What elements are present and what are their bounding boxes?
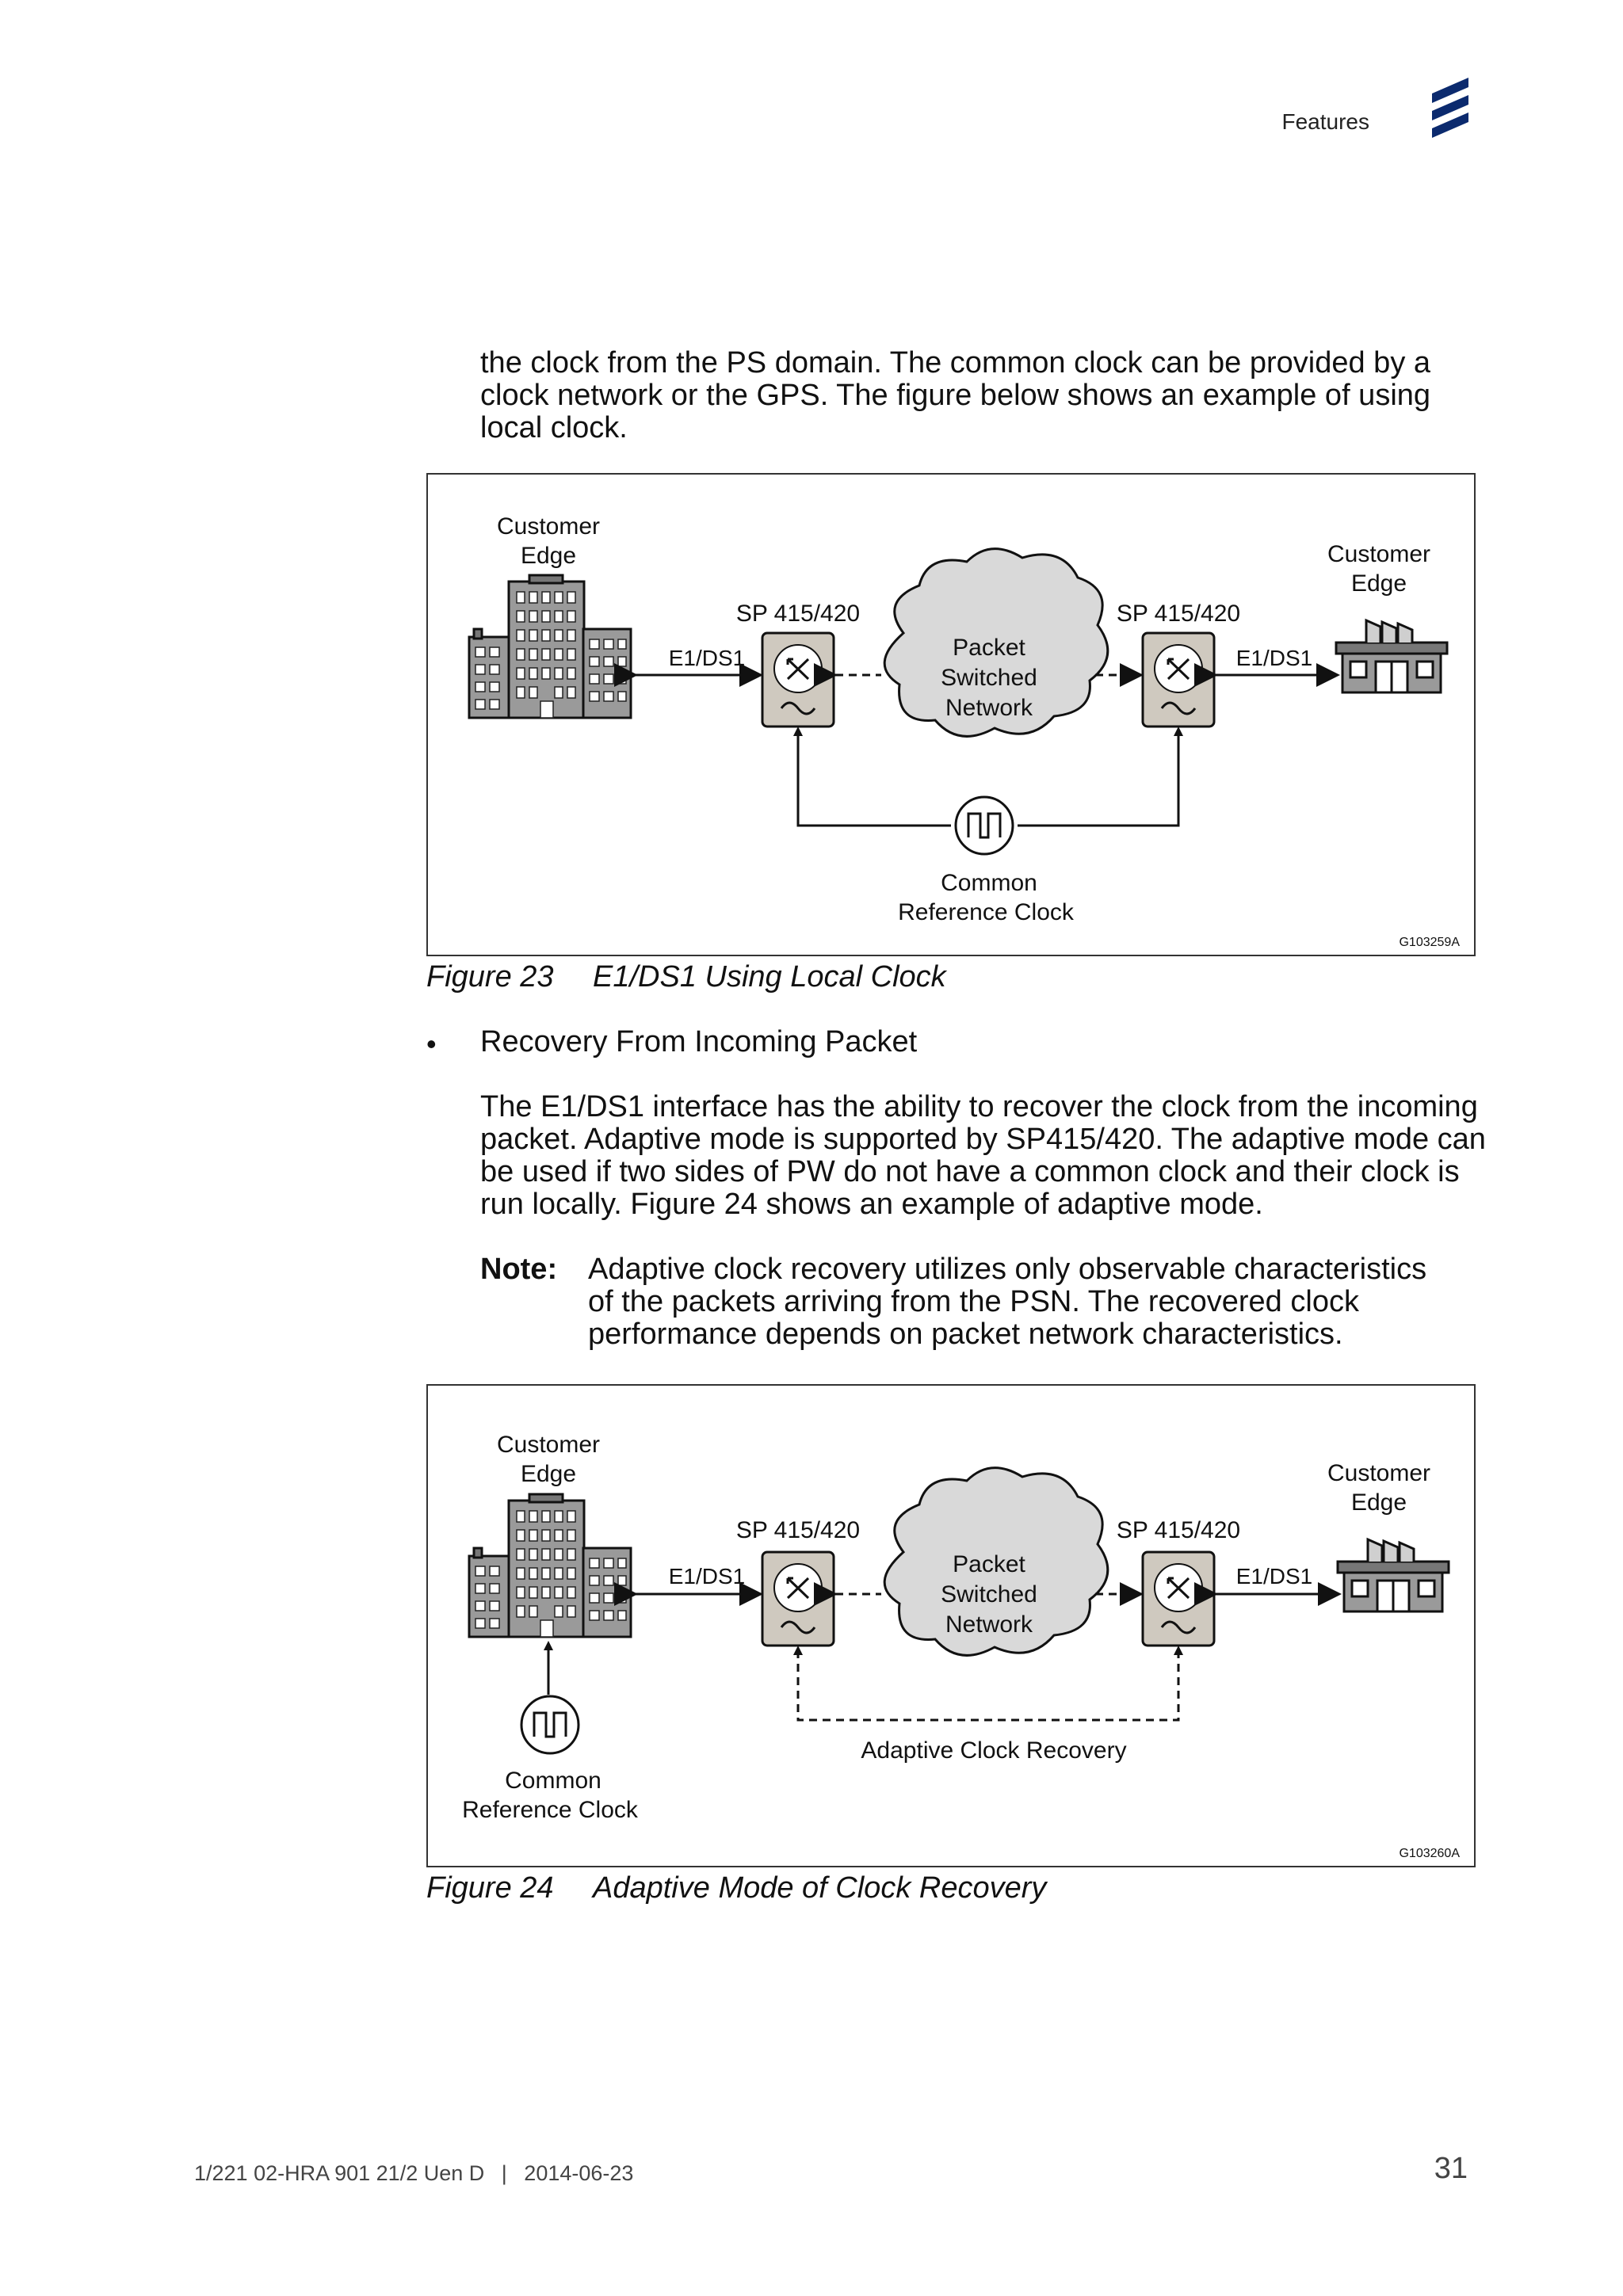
fig24-cloud-label-3: Network bbox=[945, 1611, 1033, 1638]
figure-24-number: Figure 24 bbox=[426, 1871, 554, 1905]
clock-icon bbox=[520, 1695, 580, 1755]
fig23-cloud-label-3: Network bbox=[945, 695, 1033, 721]
fig24-ce-right-label-1: Customer bbox=[1327, 1460, 1430, 1486]
figure-24-caption: Figure 24 Adaptive Mode of Clock Recovery bbox=[426, 1871, 1046, 1905]
cloud-icon bbox=[883, 1466, 1109, 1657]
figure-23-number: Figure 23 bbox=[426, 960, 554, 994]
fig24-sp-right-label: SP 415/420 bbox=[1117, 1517, 1240, 1543]
fig24-clock-label-1: Common bbox=[505, 1768, 601, 1794]
bullet-symbol: • bbox=[426, 1028, 437, 1060]
footer-info: 1/221 02-HRA 901 21/2 Uen D | 2014-06-23 bbox=[194, 2161, 633, 2186]
fig24-adaptive-path bbox=[796, 1650, 1180, 1722]
footer-doc-id: 1/221 02-HRA 901 21/2 Uen D bbox=[194, 2161, 485, 2185]
fig23-clock-label-2: Reference Clock bbox=[898, 899, 1075, 925]
sp-router-icon bbox=[761, 1550, 835, 1647]
fig24-ce-right-label-2: Edge bbox=[1351, 1489, 1407, 1516]
note-text: Adaptive clock recovery utilizes only ob… bbox=[588, 1253, 1427, 1351]
building-icon bbox=[468, 574, 632, 719]
fig23-ce-right-label-1: Customer bbox=[1327, 541, 1430, 567]
footer-separator: | bbox=[501, 2161, 507, 2185]
intro-paragraph: the clock from the PS domain. The common… bbox=[480, 346, 1431, 444]
figure-23-caption: Figure 23 E1/DS1 Using Local Clock bbox=[426, 960, 946, 994]
section-title: Features bbox=[1281, 109, 1370, 134]
fig23-graphic-id: G103259A bbox=[1399, 936, 1460, 949]
fig23-ce-left-label-1: Customer bbox=[497, 513, 600, 540]
fig24-link-right-label: E1/DS1 bbox=[1236, 1564, 1313, 1589]
fig23-sp-right-label: SP 415/420 bbox=[1117, 601, 1240, 627]
ericsson-logo bbox=[1432, 78, 1468, 138]
fig24-ce-left-label-2: Edge bbox=[521, 1461, 576, 1487]
fig24-graphic-id: G103260A bbox=[1399, 1847, 1460, 1860]
fig24-link-left-label: E1/DS1 bbox=[669, 1564, 746, 1589]
note-label: Note: bbox=[480, 1253, 558, 1286]
sp-router-icon bbox=[1141, 1550, 1216, 1647]
fig24-cloud-label-1: Packet bbox=[953, 1551, 1025, 1577]
figure-24: Customer Edge E1/DS1 SP 415/420 bbox=[426, 1384, 1476, 1867]
figure-24-title: Adaptive Mode of Clock Recovery bbox=[593, 1871, 1047, 1905]
fig23-link-left-label: E1/DS1 bbox=[669, 646, 746, 670]
fig23-clock-line-right bbox=[1018, 731, 1180, 827]
sp-router-icon bbox=[1141, 631, 1216, 728]
fig23-cloud-label-2: Switched bbox=[941, 665, 1037, 691]
bullet-text: Recovery From Incoming Packet bbox=[480, 1025, 918, 1058]
cloud-icon bbox=[883, 547, 1109, 738]
sp-router-icon bbox=[761, 631, 835, 728]
figure-23: Customer Edge E1/DS1 SP 415/420 bbox=[426, 473, 1476, 956]
factory-icon bbox=[1335, 618, 1449, 694]
fig23-clock-line-left bbox=[796, 731, 951, 827]
figure-23-title: E1/DS1 Using Local Clock bbox=[593, 960, 946, 994]
adaptive-paragraph: The E1/DS1 interface has the ability to … bbox=[480, 1090, 1486, 1221]
fig23-link-right-label: E1/DS1 bbox=[1236, 646, 1313, 670]
clock-icon bbox=[954, 795, 1014, 856]
fig23-ce-left-label-2: Edge bbox=[521, 543, 576, 569]
fig24-adaptive-label: Adaptive Clock Recovery bbox=[861, 1737, 1126, 1764]
fig24-clock-label-2: Reference Clock bbox=[462, 1797, 639, 1823]
fig23-cloud-label-1: Packet bbox=[953, 635, 1025, 661]
fig23-ce-right-label-2: Edge bbox=[1351, 570, 1407, 597]
fig24-sp-left-label: SP 415/420 bbox=[736, 1517, 860, 1543]
page-number: 31 bbox=[1434, 2152, 1468, 2185]
fig23-sp-left-label: SP 415/420 bbox=[736, 601, 860, 627]
fig23-clock-label-1: Common bbox=[941, 870, 1037, 896]
fig24-cloud-label-2: Switched bbox=[941, 1581, 1037, 1608]
fig24-ce-left-label-1: Customer bbox=[497, 1432, 600, 1458]
factory-icon bbox=[1336, 1537, 1450, 1613]
building-icon bbox=[468, 1493, 632, 1638]
footer-date: 2014-06-23 bbox=[524, 2161, 634, 2185]
